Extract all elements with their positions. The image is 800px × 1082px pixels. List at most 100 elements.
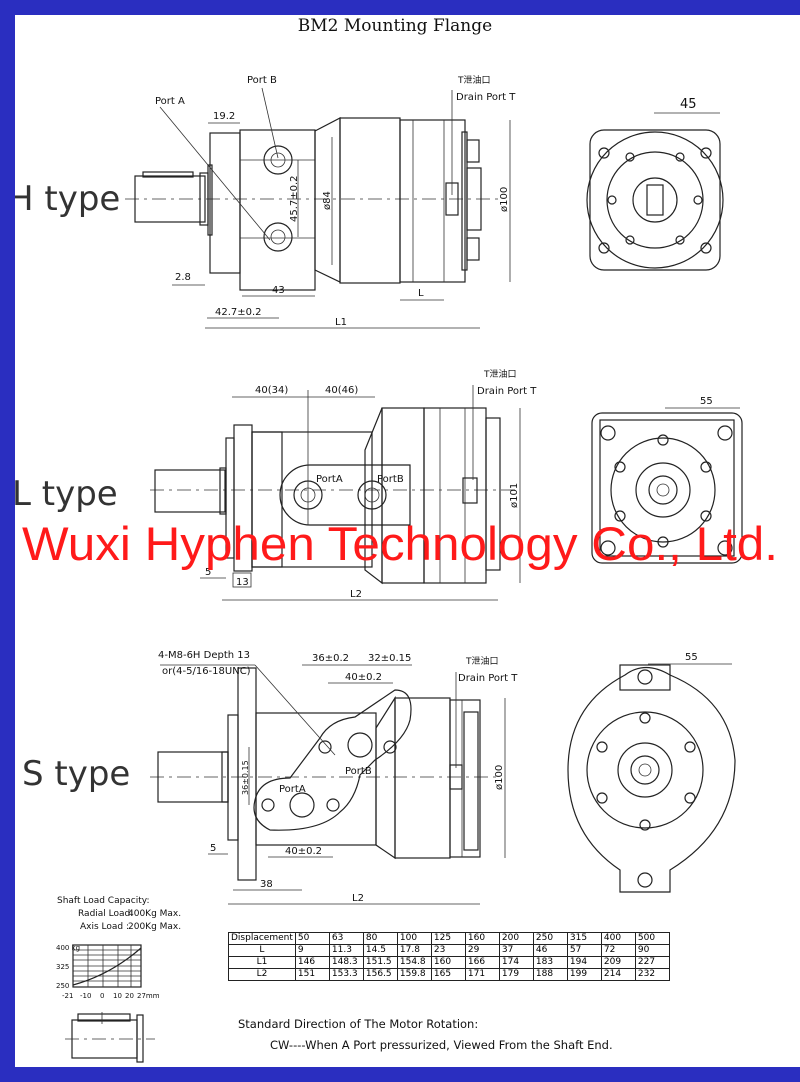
dim-diameter-100: ø100 (494, 765, 505, 790)
table-cell: 194 (566, 956, 602, 969)
dim-45: 45 (680, 97, 697, 112)
dim-L1: L1 (335, 317, 347, 328)
s-type-front-view: 55 (567, 652, 736, 893)
l-type-label: L type (15, 474, 118, 514)
l-type-front-view: 55 (591, 396, 743, 564)
dim-5: 5 (205, 567, 211, 578)
table-cell: 174 (498, 956, 534, 969)
table-cell: 148.3 (328, 956, 364, 969)
watermark: Wuxi Hyphen Technology Co., Ltd. (22, 517, 778, 570)
table-cell: 80 (362, 932, 398, 945)
radial-load-value: 400Kg Max. (128, 909, 181, 919)
table-cell: 160 (464, 932, 500, 945)
table-cell: 125 (430, 932, 466, 945)
table-cell: 29 (464, 944, 500, 957)
dim-40-bottom: 40±0.2 (285, 846, 322, 857)
table-cell: 315 (566, 932, 602, 945)
row-label: Displacement (228, 932, 296, 945)
dim-13: 13 (236, 577, 249, 588)
port-b-label: PortB (345, 766, 372, 777)
dim-diameter-100: ø100 (499, 187, 510, 212)
h-type-side-view: H type 19.2 45.7±0.2 ø84 ø100 2.8 43 42.… (15, 74, 516, 329)
table-cell: 9 (294, 944, 330, 957)
y-tick: 400 kg (56, 944, 80, 952)
table-cell: 165 (430, 968, 466, 981)
dim-38: 38 (260, 879, 273, 890)
dim-36-vertical: 36±0.15 (241, 760, 250, 795)
dim-40-top: 40±0.2 (345, 672, 382, 683)
table-cell: 232 (634, 968, 670, 981)
port-a-label: PortA (316, 474, 343, 485)
dim-32: 32±0.15 (368, 653, 411, 664)
l-type-side-view: L type 40(34) 40(46) ø101 5 13 L2 PortA … (15, 368, 537, 601)
drain-port-code: T泄油口 (457, 74, 491, 86)
table-cell: 500 (634, 932, 670, 945)
port-b-label: PortB (377, 474, 404, 485)
axis-load-label: Axis Load : (80, 922, 129, 932)
table-cell: 11.3 (328, 944, 364, 957)
x-tick: 0 (100, 992, 104, 1000)
dim-flange-width: 19.2 (213, 111, 235, 122)
table-cell: 156.5 (362, 968, 398, 981)
h-type-label: H type (15, 179, 120, 219)
dim-L2: L2 (350, 589, 362, 600)
row-label: L1 (228, 956, 296, 969)
row-label: L (228, 944, 296, 957)
port-b-label: Port B (247, 75, 277, 86)
port-a-label: Port A (155, 96, 185, 107)
drain-port-code: T泄油口 (465, 655, 499, 667)
table-cell: 200 (498, 932, 534, 945)
dim-L2: L2 (352, 893, 364, 904)
table-cell: 400 (600, 932, 636, 945)
table-cell: 57 (566, 944, 602, 957)
table-cell: 199 (566, 968, 602, 981)
dim-5: 5 (210, 843, 216, 854)
x-tick: 10 (113, 992, 122, 1000)
table-cell: 37 (498, 944, 534, 957)
table-cell: 171 (464, 968, 500, 981)
table-cell: 183 (532, 956, 568, 969)
drawing-title: BM2 Mounting Flange (298, 16, 492, 36)
row-label: L2 (228, 968, 296, 981)
drain-port-label: Drain Port T (477, 386, 537, 397)
dim-2-8: 2.8 (175, 272, 191, 283)
table-cell: 23 (430, 944, 466, 957)
radial-load-label: Radial Load: (78, 909, 133, 919)
dim-55: 55 (700, 396, 713, 407)
table-cell: 146 (294, 956, 330, 969)
dim-40-46: 40(46) (325, 385, 358, 396)
x-tick: 27mm (137, 992, 160, 1000)
thread-spec-alt: or(4-5/16-18UNC) (162, 666, 251, 677)
table-cell: 153.3 (328, 968, 364, 981)
table-cell: 46 (532, 944, 568, 957)
table-cell: 214 (600, 968, 636, 981)
dim-40-34: 40(34) (255, 385, 288, 396)
shaft-load-capacity: Shaft Load Capacity: Radial Load: 400Kg … (56, 896, 181, 1063)
dim-diameter-84: ø84 (322, 191, 333, 210)
load-chart: 400 kg 325 250 -21 -10 0 10 20 27mm (56, 944, 160, 1000)
dim-55: 55 (685, 652, 698, 663)
shaft-sketch (65, 1012, 155, 1063)
dim-diameter-101: ø101 (509, 483, 520, 508)
h-type-front-view: 45 (586, 97, 724, 271)
drain-port-code: T泄油口 (483, 368, 517, 380)
table-cell: 179 (498, 968, 534, 981)
table-cell: 72 (600, 944, 636, 957)
table-cell: 14.5 (362, 944, 398, 957)
x-tick: 20 (125, 992, 134, 1000)
rotation-title: Standard Direction of The Motor Rotation… (238, 1017, 478, 1031)
dim-36: 36±0.2 (312, 653, 349, 664)
table-cell: 17.8 (396, 944, 432, 957)
table-cell: 188 (532, 968, 568, 981)
table-cell: 50 (294, 932, 330, 945)
port-a-label: PortA (279, 784, 306, 795)
dim-L: L (418, 288, 424, 299)
rotation-cw: CW----When A Port pressurized, Viewed Fr… (270, 1038, 613, 1052)
axis-load-value: 200Kg Max. (128, 922, 181, 932)
table-cell: 227 (634, 956, 670, 969)
